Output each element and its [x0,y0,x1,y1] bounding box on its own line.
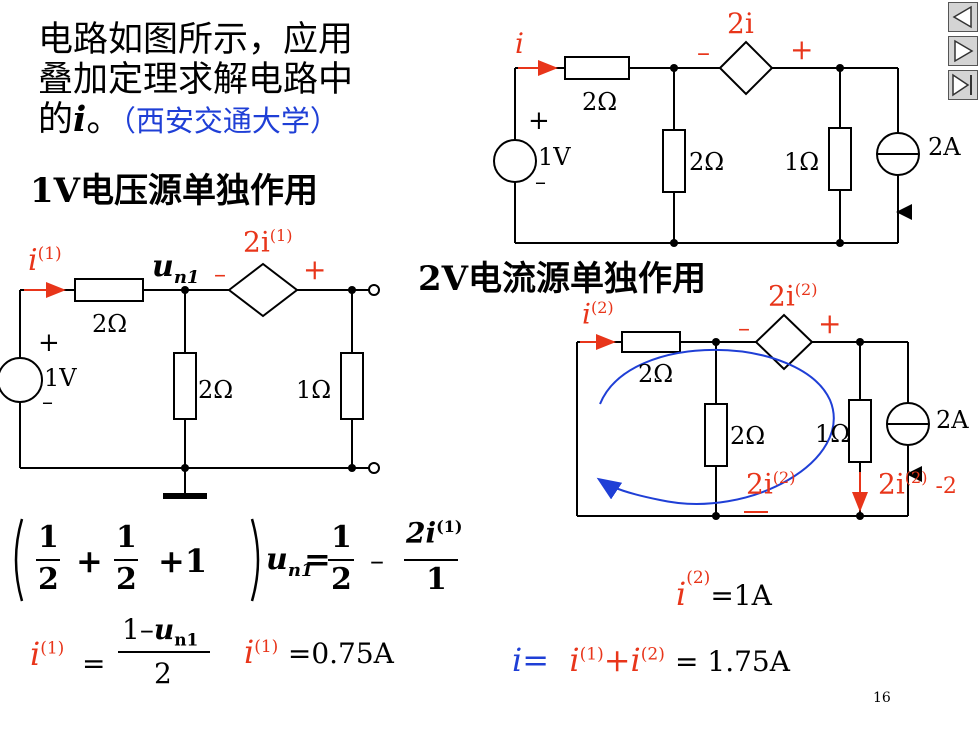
c2-current-label: i(2) [582,297,614,331]
orig-ccvs-minus: – [697,38,710,68]
current-equation: i(1) = 1–un1 2 [30,613,210,690]
c2-isrc-value: 2A [936,406,969,434]
c2-ccvs-plus: + [818,307,842,340]
next-slide-button[interactable] [948,36,978,66]
orig-r-right-label: 1Ω [784,148,820,176]
result-i1: i(1) =0.75A [244,633,394,671]
c1-r-right-label: 1Ω [296,376,332,404]
problem-line-3: 的i。（西安交通大学） [38,99,339,141]
final-result: i= i(1)+i(2) = 1.75A [512,641,790,679]
c1-vsrc-minus: – [42,390,53,415]
orig-ccvs-plus: + [790,33,814,66]
c1-terminal-top [368,284,380,296]
c1-ccvs-minus: – [214,260,226,288]
c2-loop-label: 2i(2) [746,467,796,501]
c1-ccvs-label: 2i(1) [243,225,293,259]
c1-r-top-label: 2Ω [92,310,128,338]
problem-line-2: 叠加定理求解电路中 [38,60,354,100]
case1-title: 1V电压源单独作用 [30,171,319,211]
c1-node-label: un1 [152,249,200,288]
orig-ccvs-label: 2i [727,7,754,40]
orig-vsrc-plus: + [528,106,550,136]
problem-statement: 电路如图所示，应用 叠加定理求解电路中 的i。（西安交通大学） [38,20,353,141]
original-circuit [493,40,920,244]
c1-vsrc-value: 1V [44,364,77,392]
c1-r-mid-label: 2Ω [198,376,234,404]
orig-voltage-source [493,139,537,183]
orig-r-top-label: 2Ω [582,88,618,116]
prev-triangle-icon [952,5,972,29]
c1-terminal-bottom [368,462,380,474]
c1-ground-icon [163,493,207,499]
c2-r-right-label: 1Ω [815,420,851,448]
c1-resistor-mid [173,352,197,420]
c2-r-top-label: 2Ω [638,360,674,388]
c1-voltage-source [0,357,43,403]
orig-resistor-top [564,56,630,80]
problem-line-1: 电路如图所示，应用 [38,20,354,60]
c2-resistor-mid [704,403,728,467]
orig-vsrc-value: 1V [538,143,571,171]
last-page-icon [952,73,972,97]
last-slide-button[interactable] [948,70,978,100]
case1-circuit [0,262,380,496]
orig-ccvs-diamond [718,40,774,96]
c2-ccvs-label: 2i(2) [768,279,818,313]
c1-resistor-right [340,352,364,420]
c1-ccvs-plus: + [303,253,327,286]
page-number: 16 [873,690,891,706]
orig-current-label: i [515,27,524,60]
prev-slide-button[interactable] [948,2,978,32]
c2-resistor-top [621,331,681,353]
c2-ccvs-diamond [754,313,814,371]
orig-r-mid-label: 2Ω [689,148,725,176]
case2-title: 2V电流源单独作用 [418,259,707,299]
c1-vsrc-plus: + [38,328,60,358]
c2-loop-arrow [596,348,835,505]
orig-vsrc-minus: – [535,170,546,195]
c1-resistor-top [74,278,144,302]
orig-isrc-value: 2A [928,133,961,161]
orig-resistor-mid [662,129,686,193]
next-triangle-icon [954,39,974,63]
c2-resistor-right [848,399,872,463]
c1-ccvs-diamond [227,262,299,318]
orig-resistor-right [828,127,852,191]
c2-r-mid-label: 2Ω [730,422,766,450]
c1-current-label: i(1) [28,243,62,278]
nodal-equation: 1 2 + 1 2 +1 un1 = 1 2 – 2i(1) 1 [8,515,478,605]
problem-source: （西安交通大学） [121,104,339,138]
c2-branch-label: 2i(2)-2 [878,467,957,501]
result-i2: i(2)=1A [676,568,772,613]
c2-ccvs-minus: – [738,314,750,342]
